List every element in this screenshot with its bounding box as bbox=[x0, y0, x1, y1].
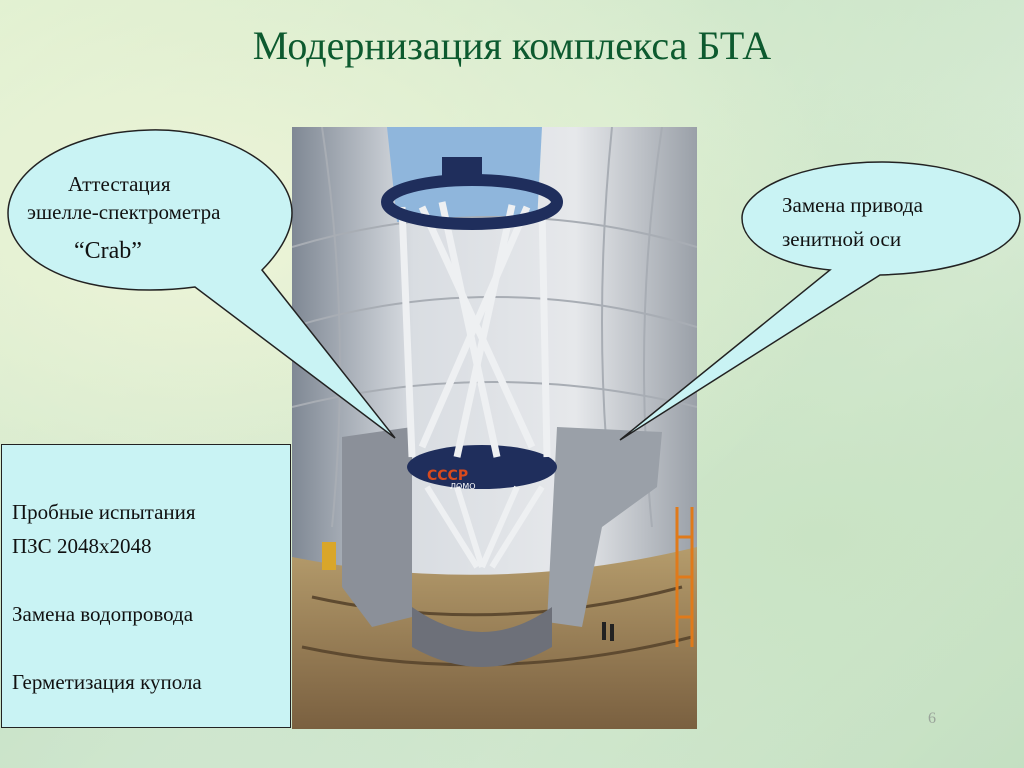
right-callout-line2: зенитной оси bbox=[782, 227, 902, 251]
left-callout-line1: Аттестация bbox=[68, 172, 171, 196]
mount-right bbox=[547, 427, 662, 627]
left-callout-bubble bbox=[7, 129, 396, 439]
lomo-label: ЛОМО bbox=[450, 482, 476, 491]
top-ring bbox=[381, 174, 563, 230]
info-box: Пробные испытания ПЗС 2048х2048 Замена в… bbox=[1, 444, 291, 728]
info-item: Пробные испытания bbox=[12, 500, 196, 524]
mirror-cell bbox=[424, 485, 545, 569]
left-callout-line3: “Crab” bbox=[74, 238, 142, 264]
scaffolding bbox=[675, 507, 694, 647]
person bbox=[602, 622, 606, 640]
mount-left bbox=[342, 427, 412, 627]
info-item: Герметизация купола bbox=[12, 670, 202, 694]
info-item: Замена водопровода bbox=[12, 602, 194, 626]
right-callout-bubble bbox=[619, 161, 1021, 441]
page-number: 6 bbox=[928, 710, 936, 727]
left-callout-line2: эшелле-спектрометра bbox=[27, 200, 221, 224]
ussr-label: СССР bbox=[427, 468, 468, 484]
telescope-photo: СССР ЛОМО bbox=[292, 127, 697, 729]
door bbox=[322, 542, 336, 570]
prime-focus-cabin bbox=[442, 157, 482, 177]
telescope-tube bbox=[398, 201, 551, 458]
telescope-illustration: СССР ЛОМО bbox=[292, 127, 697, 729]
mount-cradle bbox=[412, 607, 552, 667]
right-callout-line1: Замена привода bbox=[782, 193, 923, 217]
person bbox=[610, 624, 614, 641]
info-item: ПЗС 2048х2048 bbox=[12, 534, 152, 558]
slide-title: Модернизация комплекса БТА bbox=[252, 23, 772, 68]
lower-ring bbox=[407, 445, 557, 489]
